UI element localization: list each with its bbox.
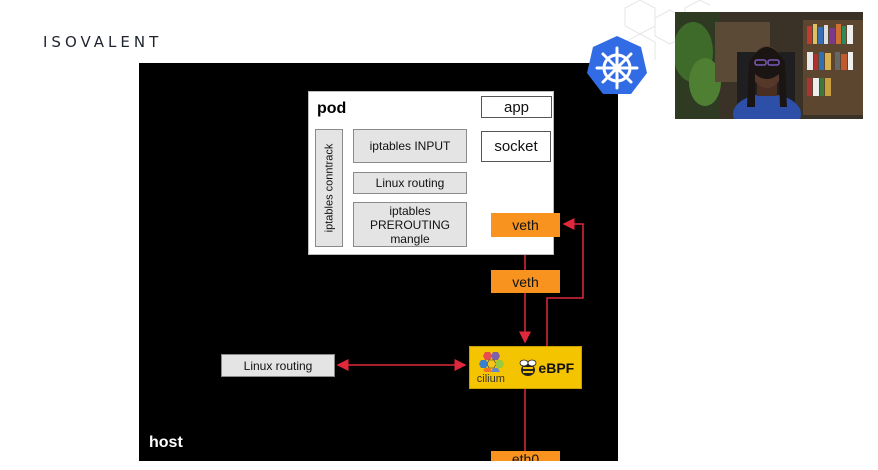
cilium-label: cilium xyxy=(476,372,505,385)
prerouting-line-2: PREROUTING xyxy=(369,217,450,232)
iptables-conntrack-box: iptables conntrack xyxy=(315,129,343,247)
cilium-logo: cilium xyxy=(477,351,505,385)
eth0-box: eth0 xyxy=(491,451,560,461)
prerouting-line-1: iptables xyxy=(389,203,431,218)
socket-box: socket xyxy=(481,131,551,162)
ebpf-label: eBPF xyxy=(538,359,575,376)
conntrack-label: iptables conntrack xyxy=(323,143,336,233)
iptables-input-box: iptables INPUT xyxy=(353,129,467,163)
ebpf-logo: eBPF xyxy=(518,359,574,377)
cilium-hex-icon xyxy=(478,351,504,372)
isovalent-logo: ISOVALENT xyxy=(43,33,163,51)
linux-routing-pod-box: Linux routing xyxy=(353,172,467,194)
host-label: host xyxy=(149,434,183,451)
veth-pod-box: veth xyxy=(491,213,560,237)
cropped-yellow-caption xyxy=(716,452,720,470)
cilium-ebpf-box: cilium eBPF xyxy=(469,346,582,389)
app-box: app xyxy=(481,96,552,118)
bee-icon xyxy=(520,359,537,376)
webcam-scene xyxy=(675,12,863,119)
prerouting-line-3: mangle xyxy=(390,231,430,246)
kubernetes-logo-icon xyxy=(587,36,647,94)
pod-label: pod xyxy=(317,100,347,117)
presenter-webcam xyxy=(675,12,863,119)
iptables-prerouting-box: iptables PREROUTING mangle xyxy=(353,202,467,247)
veth-host-box: veth xyxy=(491,270,560,293)
linux-routing-host-box: Linux routing xyxy=(221,354,335,377)
